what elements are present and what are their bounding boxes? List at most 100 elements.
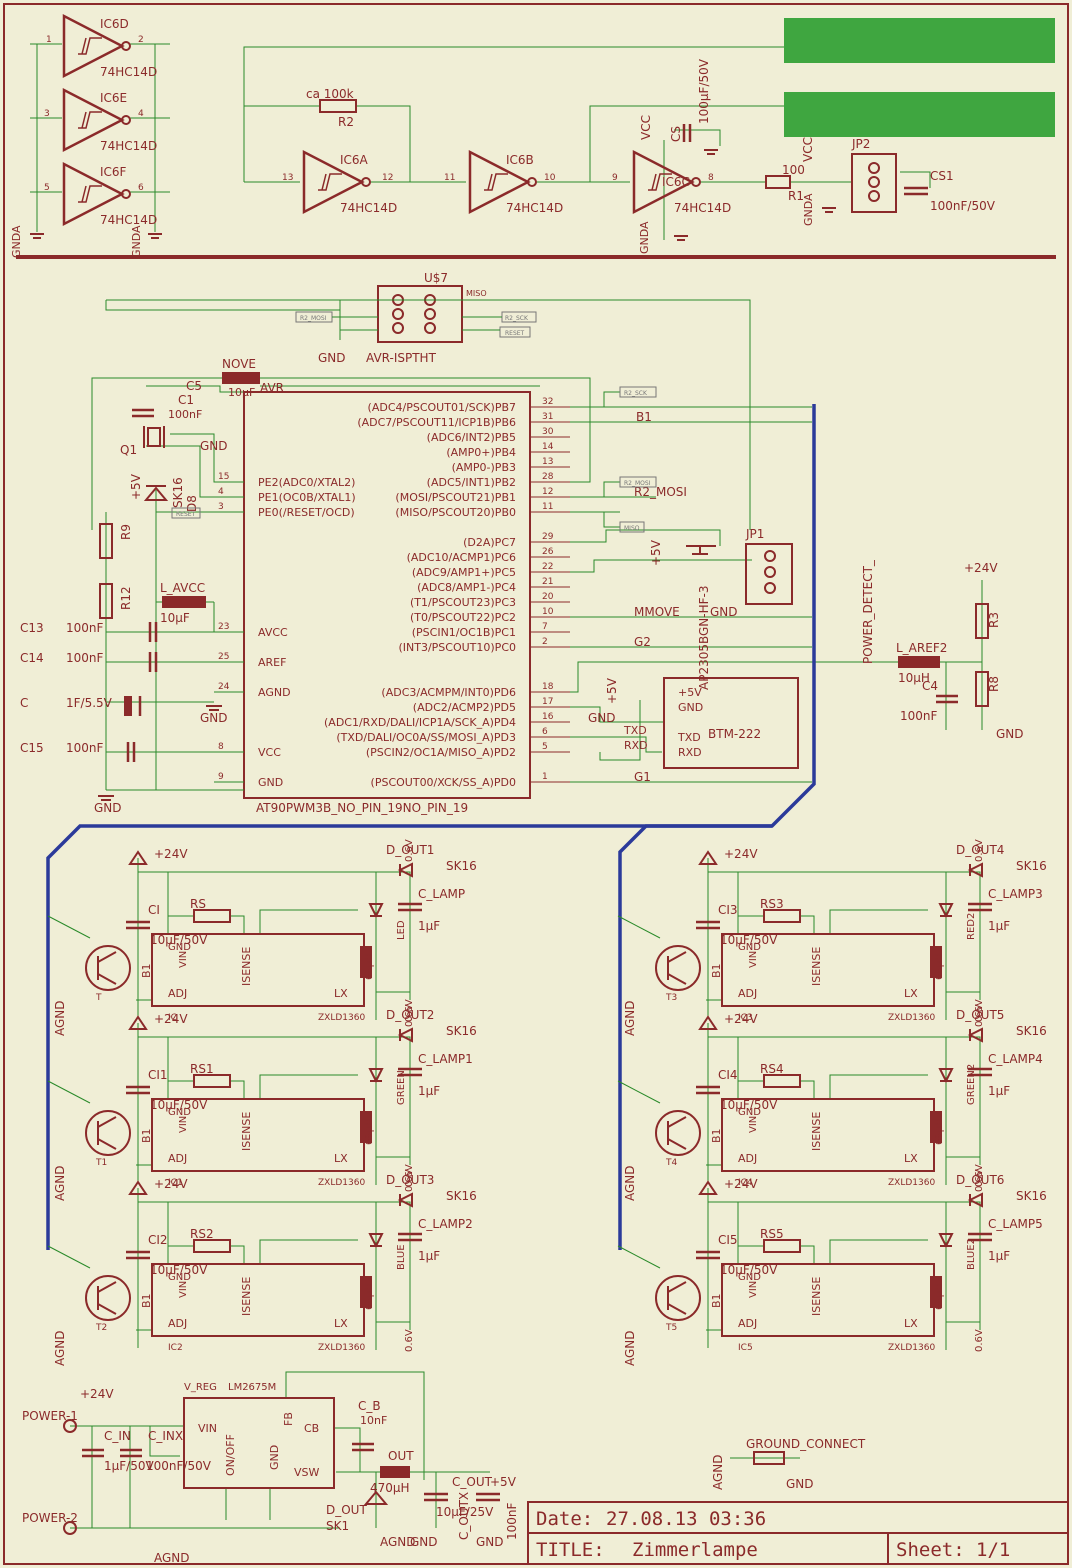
driver-wire — [138, 1036, 411, 1165]
mcu-pin-label: (ADC5/INT1)PB2 — [427, 476, 516, 489]
svg-text:GND: GND — [996, 727, 1024, 741]
buffer-ic6f: IC6F 74HC14D 5 6 — [44, 161, 157, 227]
svg-text:B1: B1 — [636, 410, 652, 424]
svg-text:74HC14D: 74HC14D — [506, 201, 563, 215]
diode-icon — [397, 1027, 413, 1043]
driver-t: T4 — [665, 1158, 677, 1168]
driver-ci-value: 10µF/50V — [720, 1098, 778, 1112]
driver-lx: LX — [904, 1152, 918, 1165]
svg-text:GND: GND — [200, 439, 228, 453]
svg-text:GND: GND — [678, 701, 703, 714]
svg-text:JP2: JP2 — [851, 137, 870, 151]
mcu-pin-label: (ADC2/ACMP2)PD5 — [413, 701, 516, 714]
driver-wire — [800, 1080, 815, 1099]
driver-clamp-value: 1µF — [988, 1084, 1010, 1098]
driver-wire — [829, 1074, 928, 1099]
svg-text:LM2675M: LM2675M — [228, 1382, 276, 1393]
transistor-icon — [85, 1110, 131, 1156]
driver-agnd: AGND — [623, 1000, 637, 1036]
driver-inductor — [930, 1276, 942, 1308]
driver-vin: VIN — [178, 1116, 189, 1133]
svg-text:AVR: AVR — [260, 381, 284, 395]
svg-text:1µF/50V: 1µF/50V — [104, 1459, 154, 1473]
svg-text:100nF/50V: 100nF/50V — [930, 199, 996, 213]
driver-wire — [800, 915, 815, 934]
driver-wire — [230, 1245, 245, 1264]
driver-rs-name: RS5 — [760, 1227, 784, 1241]
sheet-value: 1/1 — [976, 1539, 1010, 1561]
driver-clamp: C_LAMP — [418, 887, 465, 901]
driver-wire — [259, 909, 358, 934]
driver-rs-name: RS3 — [760, 897, 784, 911]
svg-text:TXD: TXD — [623, 724, 647, 737]
supply-arrow-icon — [128, 850, 148, 865]
sheet-label: Sheet: — [896, 1539, 965, 1561]
svg-text:VSW: VSW — [294, 1466, 320, 1479]
diode-icon — [967, 862, 983, 878]
mcu-pin-num: 14 — [542, 442, 554, 452]
svg-text:FB: FB — [282, 1412, 295, 1426]
driver-ci: CI5 — [718, 1233, 738, 1247]
svg-text:R3: R3 — [987, 612, 1001, 628]
driver-clamp: C_LAMP5 — [988, 1217, 1043, 1231]
green-block-2 — [784, 92, 1055, 137]
driver-gnd: GND — [738, 942, 761, 953]
gnda-symbols-top-left: GNDA GNDA — [10, 225, 162, 258]
buffer-ic6c: IC6C 74HC14D 9 8 — [612, 149, 731, 215]
supply-arrow-icon — [698, 1015, 718, 1030]
mcu-pin-num: 24 — [218, 682, 230, 692]
driver-rs — [193, 1239, 231, 1253]
mcu-pin-num: 25 — [218, 652, 229, 662]
svg-text:AGND: AGND — [711, 1454, 725, 1490]
mcu-pin-label: PE2(ADC0/XTAL2) — [258, 476, 355, 489]
driver-adj: ADJ — [168, 987, 187, 1000]
driver-vin: VIN — [748, 1281, 759, 1298]
transistor-lead — [97, 951, 117, 985]
svg-text:D8: D8 — [185, 495, 199, 512]
svg-text:GND: GND — [476, 1535, 504, 1549]
svg-text:ca 100k: ca 100k — [306, 87, 354, 101]
svg-text:100nF: 100nF — [168, 408, 202, 421]
mcu-right-pins: 32(ADC4/PSCOUT01/SCK)PB731(ADC7/PSCOUT11… — [324, 397, 570, 789]
driver-v24: +24V — [724, 1177, 758, 1191]
buffer-ic6e: IC6E 74HC14D 3 4 — [44, 87, 157, 153]
driver-lx: LX — [334, 1152, 348, 1165]
driver-led: GREEN — [396, 1070, 407, 1105]
driver-ci: CI3 — [718, 903, 738, 917]
driver-d-rating: 0.6V — [974, 1169, 985, 1192]
title-block: Date: 27.08.13 03:36 TITLE: Zimmerlampe … — [527, 1501, 1069, 1565]
net-labels: B1 R2_MOSI MMOVE G2 G1 R2_SCK R2_MOSI MI… — [619, 386, 875, 784]
svg-text:+5V: +5V — [605, 677, 619, 704]
svg-text:IC6B: IC6B — [506, 153, 534, 167]
driver-wire — [617, 915, 661, 939]
driver-agnd: AGND — [623, 1330, 637, 1366]
driver-sk16: SK16 — [446, 1189, 477, 1203]
mcu-pin-label: (PSCIN1/OC1B)PC1 — [412, 626, 516, 639]
mcu-pin-num: 6 — [542, 727, 548, 737]
svg-text:MISO: MISO — [466, 289, 487, 298]
driver-d-rating: 0.6V — [974, 1164, 985, 1187]
svg-text:100nF: 100nF — [900, 709, 938, 723]
driver-d: D_OUT1 — [386, 843, 434, 857]
mcu-name: AT90PWM3B_NO_PIN_19NO_PIN_19 — [256, 801, 468, 815]
mcu-pin-label: (ADC4/PSCOUT01/SCK)PB7 — [368, 401, 516, 414]
svg-text:+24V: +24V — [964, 561, 998, 575]
svg-text:POWER-1: POWER-1 — [22, 1409, 78, 1423]
driver-adj: ADJ — [738, 987, 757, 1000]
driver-sk16: SK16 — [446, 1024, 477, 1038]
ground-connect: GROUND_CONNECT AGND GND — [711, 1437, 866, 1491]
svg-text:10µF: 10µF — [160, 611, 190, 625]
driver-part: ZXLD1360 — [888, 1013, 935, 1023]
mcu-pin-num: 23 — [218, 622, 229, 632]
svg-text:C_INX: C_INX — [148, 1429, 183, 1443]
driver-v24: +24V — [724, 1012, 758, 1026]
svg-text:GND: GND — [410, 1535, 438, 1549]
driver-part: ZXLD1360 — [318, 1178, 365, 1188]
driver-ic-name: IC5 — [738, 1343, 753, 1353]
svg-text:CS1: CS1 — [930, 169, 954, 183]
driver-d-rating: 0.6V — [974, 839, 985, 862]
inductor-l-avcc: L_AVCC 10µF — [160, 581, 206, 625]
driver-ic-name: IC2 — [168, 1343, 183, 1353]
svg-text:ON/OFF: ON/OFF — [224, 1434, 237, 1476]
